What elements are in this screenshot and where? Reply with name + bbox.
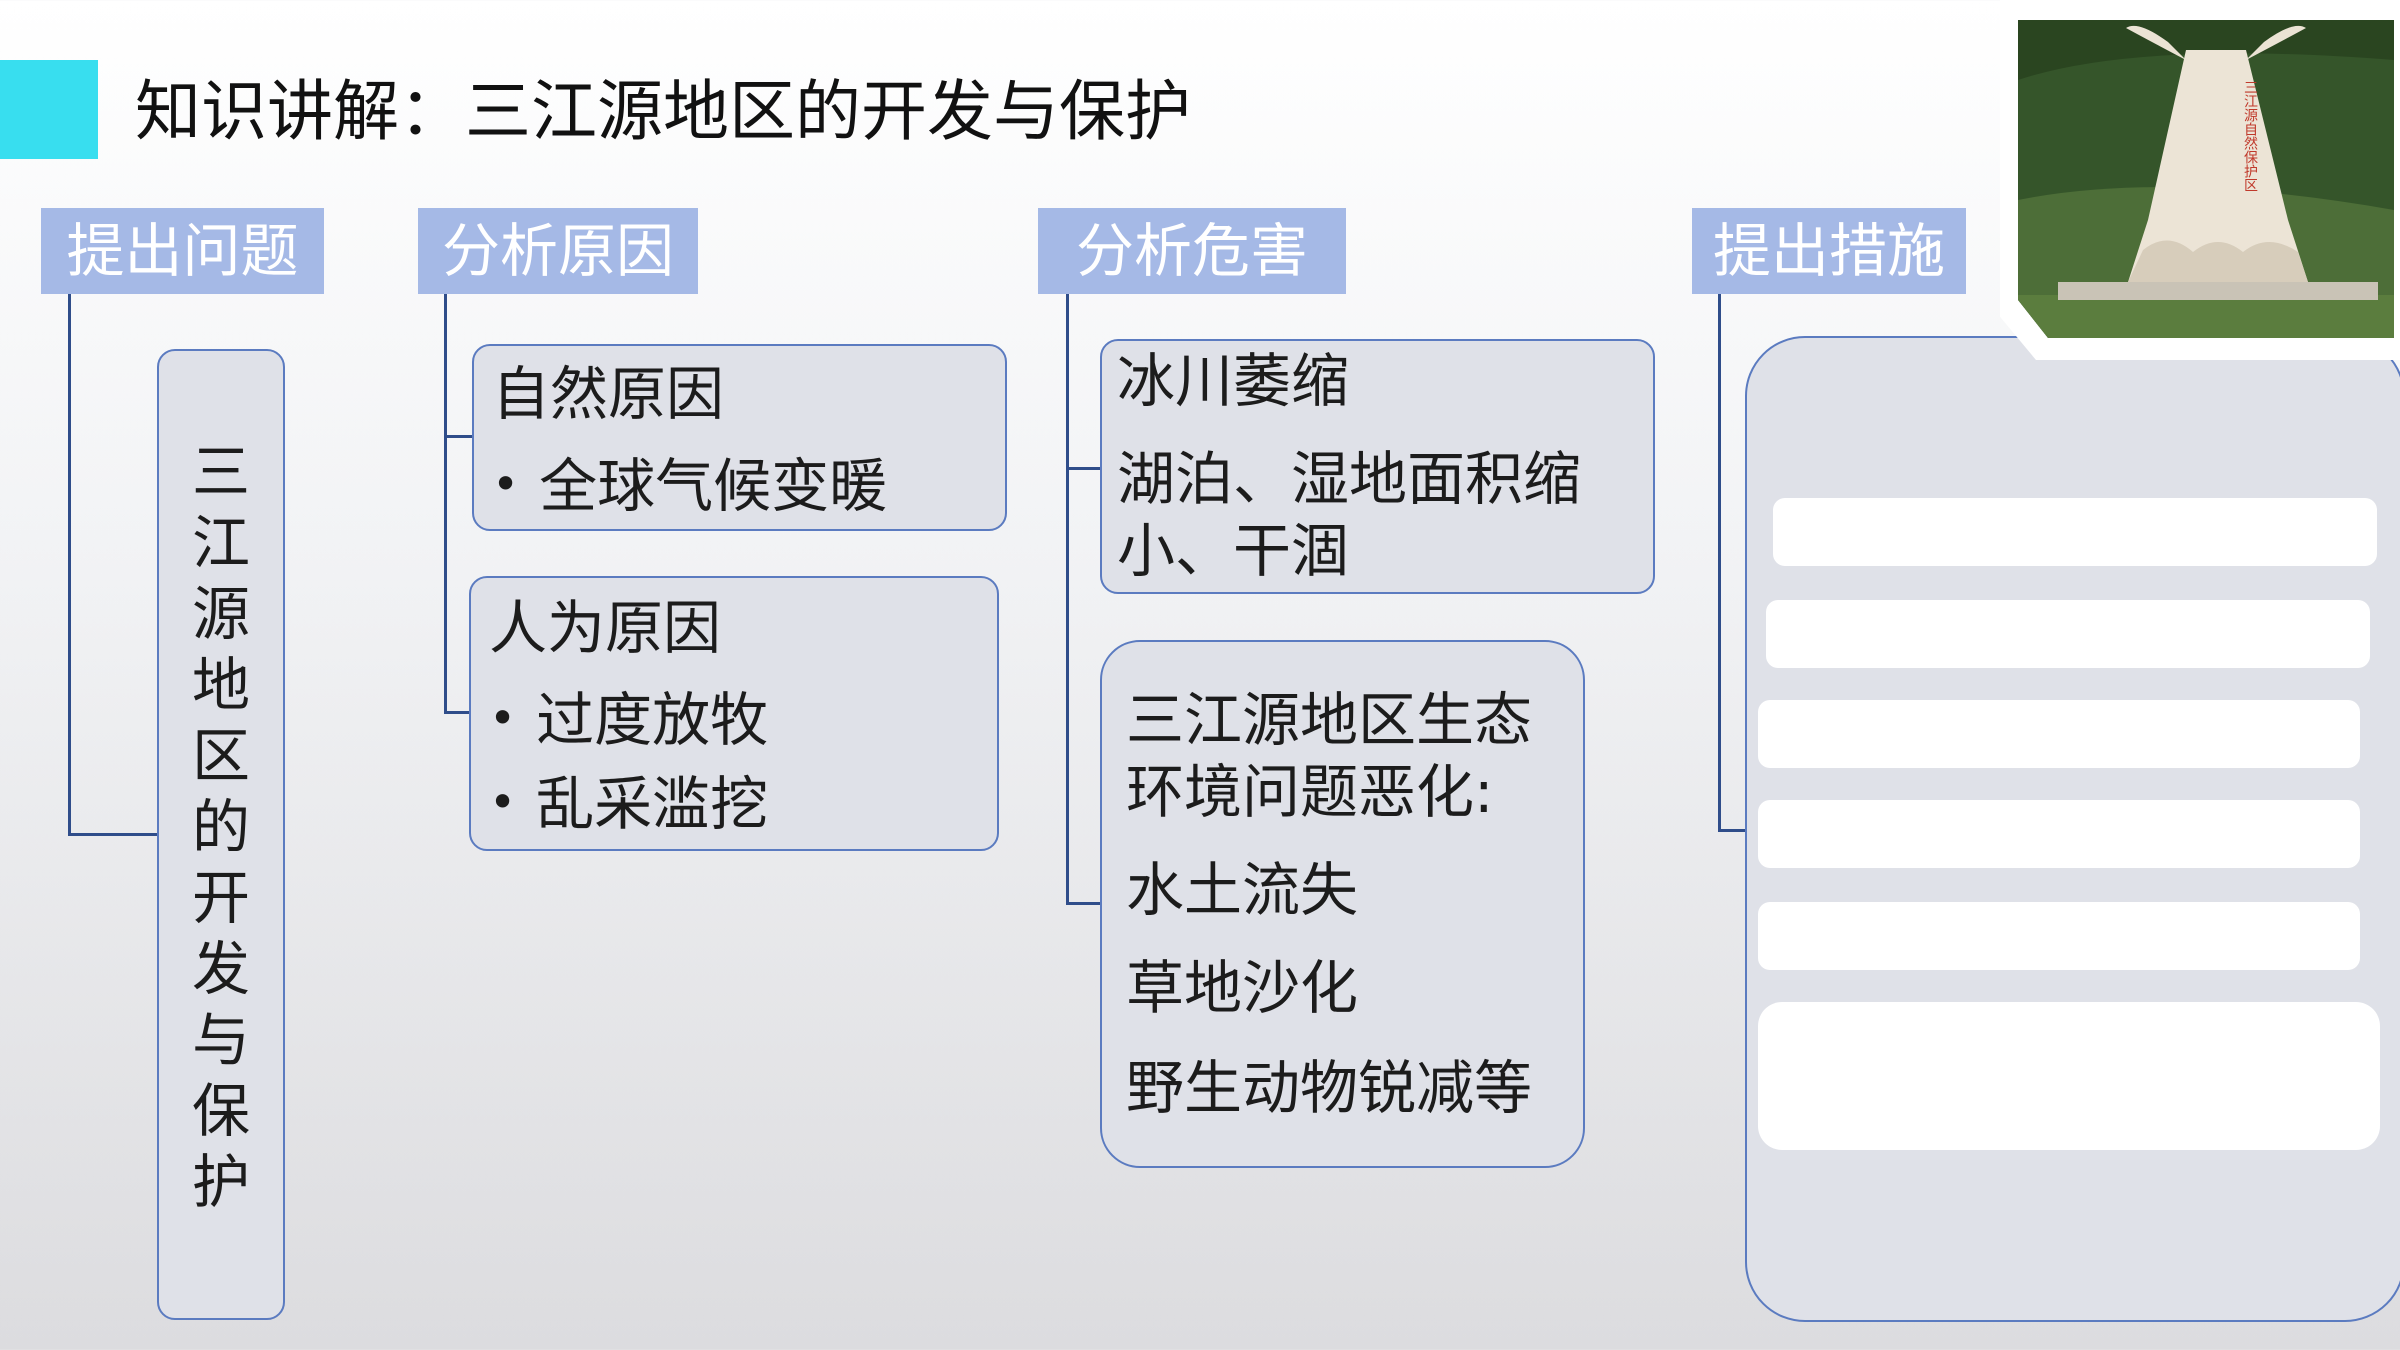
page-title: 知识讲解：三江源地区的开发与保护 <box>135 73 1191 150</box>
measure-answer-cover[interactable] <box>1758 800 2360 868</box>
measure-answer-cover[interactable] <box>1758 1002 2380 1150</box>
problem-char: 三 <box>191 438 250 506</box>
connector-line <box>444 294 447 714</box>
connector-line <box>1066 294 1069 904</box>
photo-inscription: 三江源自然保护区 <box>2242 80 2258 192</box>
harm-box-glacier: 冰川萎缩 湖泊、湿地面积缩 小、干涸 <box>1100 339 1655 594</box>
measure-answer-cover[interactable] <box>1766 600 2370 668</box>
natural-cause-box: 自然原因 全球气候变暖 <box>472 344 1007 531</box>
harm-box-ecology: 三江源地区生态 环境问题恶化: 水土流失 草地沙化 野生动物锐减等 <box>1100 640 1585 1168</box>
problem-char: 江 <box>191 509 250 577</box>
measure-answer-cover[interactable] <box>1758 902 2360 970</box>
tab-problem[interactable]: 提出问题 <box>41 208 324 294</box>
problem-char: 保 <box>191 1077 250 1145</box>
problem-box: 三江源地区的开发与保护 <box>157 349 285 1320</box>
tab-measures[interactable]: 提出措施 <box>1692 208 1966 294</box>
natural-cause-item: 全球气候变暖 <box>492 446 887 530</box>
connector-line <box>68 833 158 836</box>
connector-line <box>1718 294 1721 832</box>
problem-char: 开 <box>191 864 250 932</box>
harm-line: 环境问题恶化: <box>1126 758 1494 826</box>
problem-text: 三江源地区的开发与保护 <box>159 437 283 1218</box>
connector-line <box>444 435 474 438</box>
problem-char: 的 <box>191 793 250 861</box>
measure-answer-cover[interactable] <box>1773 498 2377 566</box>
monument-illustration: 三江源自然保护区 <box>2018 20 2394 338</box>
connector-line <box>68 294 71 836</box>
problem-char: 护 <box>191 1148 250 1216</box>
harm-line: 草地沙化 <box>1126 954 1359 1022</box>
harm-line: 三江源地区生态 <box>1126 686 1533 754</box>
connector-line <box>1066 902 1102 905</box>
connector-line <box>444 711 470 714</box>
human-cause-title: 人为原因 <box>489 594 722 662</box>
title-accent-block <box>0 60 98 159</box>
problem-char: 发 <box>191 935 250 1003</box>
human-cause-box: 人为原因 过度放牧 乱采滥挖 <box>469 576 999 851</box>
harm-line: 冰川萎缩 <box>1117 347 1350 415</box>
human-cause-item: 过度放牧 <box>489 680 768 764</box>
human-cause-item: 乱采滥挖 <box>489 764 768 848</box>
tab-causes[interactable]: 分析原因 <box>418 208 698 294</box>
harm-line: 水土流失 <box>1126 856 1359 924</box>
monument-photo: 三江源自然保护区 <box>2018 20 2394 338</box>
problem-char: 源 <box>191 580 250 648</box>
connector-line <box>1066 467 1102 470</box>
harm-line: 小、干涸 <box>1117 517 1350 585</box>
harm-line: 湖泊、湿地面积缩 <box>1117 445 1582 513</box>
natural-cause-title: 自然原因 <box>492 360 725 428</box>
problem-char: 区 <box>191 722 250 790</box>
problem-char: 与 <box>191 1006 250 1074</box>
measure-answer-cover[interactable] <box>1758 700 2360 768</box>
connector-line <box>1718 829 1746 832</box>
problem-char: 地 <box>191 651 250 719</box>
tab-harms[interactable]: 分析危害 <box>1038 208 1346 294</box>
harm-line: 野生动物锐减等 <box>1126 1054 1533 1122</box>
